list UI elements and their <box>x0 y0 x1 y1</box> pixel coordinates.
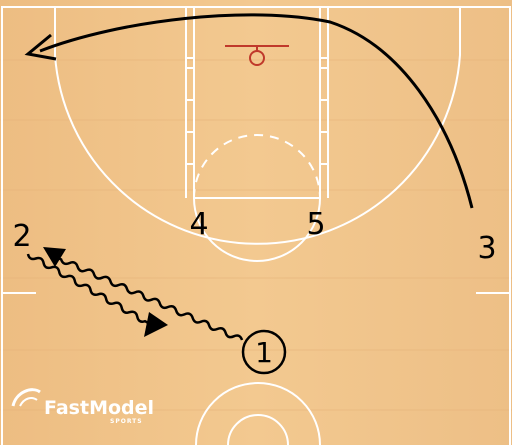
logo-sub: SPORTS <box>110 418 143 425</box>
fastmodel-logo: FastModel SPORTS <box>11 388 154 425</box>
cut-arrowhead <box>24 33 57 61</box>
free-throw-circle-top <box>193 134 321 199</box>
center-circle-outer <box>195 382 321 445</box>
player-3-label: 3 <box>477 231 496 266</box>
three-point-line <box>54 7 461 245</box>
player-4-label: 4 <box>189 207 208 242</box>
player-5-label: 5 <box>306 207 325 242</box>
free-throw-lane <box>193 6 321 199</box>
dribble-line-1 <box>57 256 244 341</box>
dribble-line-2 <box>26 253 151 326</box>
center-circle-inner <box>227 414 289 445</box>
logo-swoosh-icon <box>11 388 41 407</box>
player-1-label: 1 <box>255 336 273 369</box>
free-throw-circle-bottom <box>193 197 321 262</box>
court-lines <box>1 6 511 445</box>
player-2-label: 2 <box>12 219 31 254</box>
cut-line-3 <box>39 13 474 209</box>
dribble-arrowhead-2 <box>144 312 168 337</box>
ball-handler-circle <box>241 329 287 375</box>
rim <box>249 50 265 66</box>
logo-brand: FastModel <box>44 397 154 419</box>
floor-boards <box>0 59 512 411</box>
dribble-arrowhead-1 <box>43 247 66 267</box>
